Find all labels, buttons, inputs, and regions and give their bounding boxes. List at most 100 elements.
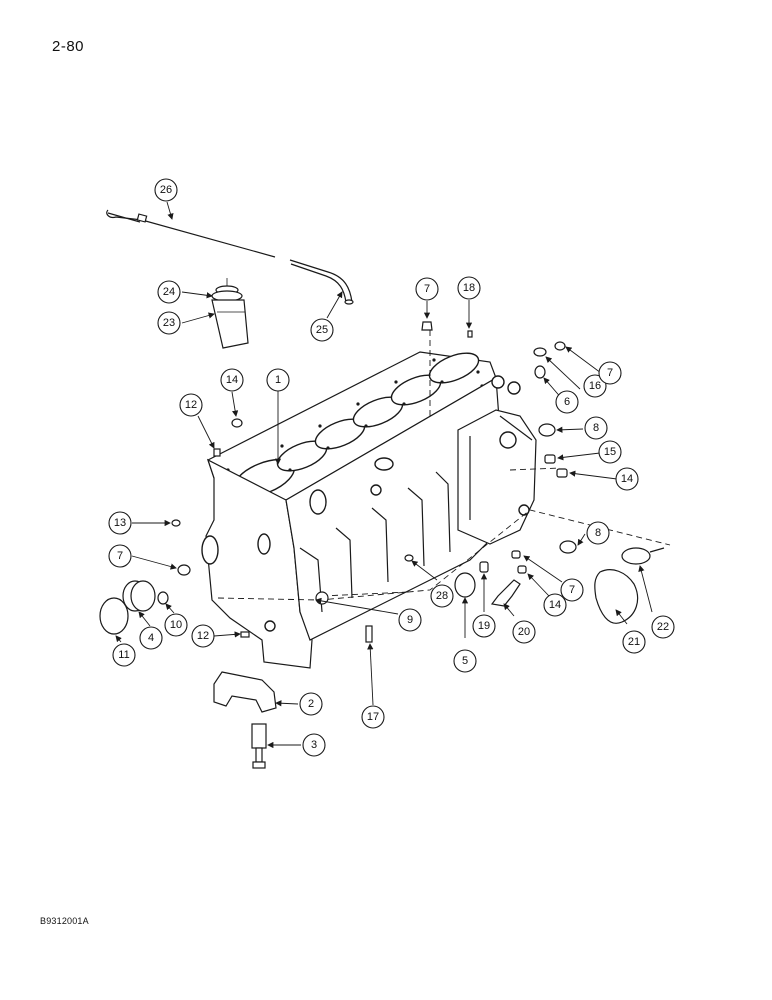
leader-lines — [115, 201, 653, 749]
callout-number: 28 — [436, 590, 448, 602]
small-parts — [99, 321, 665, 769]
callout-3: 3 — [302, 733, 326, 757]
callout-circle — [361, 705, 385, 729]
callout-9: 9 — [398, 608, 422, 632]
callout-6: 6 — [555, 390, 579, 414]
callout-circle — [598, 361, 622, 385]
callout-1: 1 — [266, 368, 290, 392]
callout-circle — [598, 440, 622, 464]
callout-number: 14 — [621, 473, 633, 485]
callout-number: 2 — [308, 698, 314, 710]
callout-circle — [415, 277, 439, 301]
callout-circle — [583, 374, 607, 398]
callout-circle — [622, 630, 646, 654]
callout-number: 15 — [604, 446, 616, 458]
callout-circle — [191, 624, 215, 648]
callout-12: 12 — [179, 393, 203, 417]
callout-circle — [302, 733, 326, 757]
callout-number: 8 — [593, 422, 599, 434]
callout-7: 7 — [560, 578, 584, 602]
dipstick — [106, 209, 276, 258]
callout-21: 21 — [622, 630, 646, 654]
callout-circle — [154, 178, 178, 202]
callout-22: 22 — [651, 615, 675, 639]
callout-circle — [457, 276, 481, 300]
callout-number: 25 — [316, 324, 328, 336]
callout-circle — [108, 511, 132, 535]
callout-number: 20 — [518, 626, 530, 638]
callout-8: 8 — [584, 416, 608, 440]
callout-circle — [586, 521, 610, 545]
callout-number: 6 — [564, 396, 570, 408]
callout-number: 23 — [163, 317, 175, 329]
callout-26: 26 — [154, 178, 178, 202]
callout-14: 14 — [220, 368, 244, 392]
callout-2: 2 — [299, 692, 323, 716]
callout-number: 18 — [463, 282, 475, 294]
callout-number: 4 — [148, 632, 154, 644]
callout-circle — [157, 280, 181, 304]
callout-number: 22 — [657, 621, 669, 633]
callout-11: 11 — [112, 643, 136, 667]
callout-14: 14 — [543, 593, 567, 617]
callout-circle — [472, 614, 496, 638]
callout-number: 13 — [114, 517, 126, 529]
callout-number: 16 — [589, 380, 601, 392]
callout-number: 11 — [118, 649, 129, 661]
callout-circle — [584, 416, 608, 440]
callout-circle — [164, 613, 188, 637]
callout-8: 8 — [586, 521, 610, 545]
callout-circle — [615, 467, 639, 491]
callout-number: 10 — [170, 619, 182, 631]
callout-number: 5 — [462, 655, 468, 667]
callout-number: 14 — [549, 599, 561, 611]
callout-circle — [112, 643, 136, 667]
callout-circle — [220, 368, 244, 392]
callout-7: 7 — [415, 277, 439, 301]
callout-16: 16 — [583, 374, 607, 398]
callout-25: 25 — [310, 318, 334, 342]
callout-circle — [139, 626, 163, 650]
callout-circle — [512, 620, 536, 644]
callout-4: 4 — [139, 626, 163, 650]
callout-7: 7 — [598, 361, 622, 385]
callout-24: 24 — [157, 280, 181, 304]
callout-number: 7 — [569, 584, 575, 596]
callout-circle — [266, 368, 290, 392]
page-number: 2-80 — [52, 38, 85, 55]
callout-circle — [543, 593, 567, 617]
callout-number: 14 — [226, 374, 238, 386]
callout-5: 5 — [453, 649, 477, 673]
callout-number: 1 — [275, 374, 281, 386]
callout-number: 12 — [197, 630, 209, 642]
callout-15: 15 — [598, 440, 622, 464]
callout-circle — [310, 318, 334, 342]
callout-13: 13 — [108, 511, 132, 535]
callout-number: 26 — [160, 184, 172, 196]
callout-circle — [430, 584, 454, 608]
callout-20: 20 — [512, 620, 536, 644]
callout-circle — [560, 578, 584, 602]
callout-number: 9 — [407, 614, 413, 626]
callout-circle — [651, 615, 675, 639]
callout-14: 14 — [615, 467, 639, 491]
callout-circle — [179, 393, 203, 417]
cylinder-block — [201, 330, 671, 669]
callout-number: 7 — [424, 283, 430, 295]
callout-number: 21 — [628, 636, 640, 648]
callout-number: 17 — [367, 711, 379, 723]
figure-code: B9312001A — [40, 916, 89, 926]
callout-number: 7 — [607, 367, 613, 379]
callout-number: 24 — [163, 286, 175, 298]
callout-circle — [555, 390, 579, 414]
callout-23: 23 — [157, 311, 181, 335]
dipstick-tube — [289, 259, 354, 305]
callout-circle — [398, 608, 422, 632]
callout-12: 12 — [191, 624, 215, 648]
callout-7: 7 — [108, 544, 132, 568]
callout-circle — [453, 649, 477, 673]
callout-18: 18 — [457, 276, 481, 300]
callout-number: 7 — [117, 550, 123, 562]
callout-10: 10 — [164, 613, 188, 637]
